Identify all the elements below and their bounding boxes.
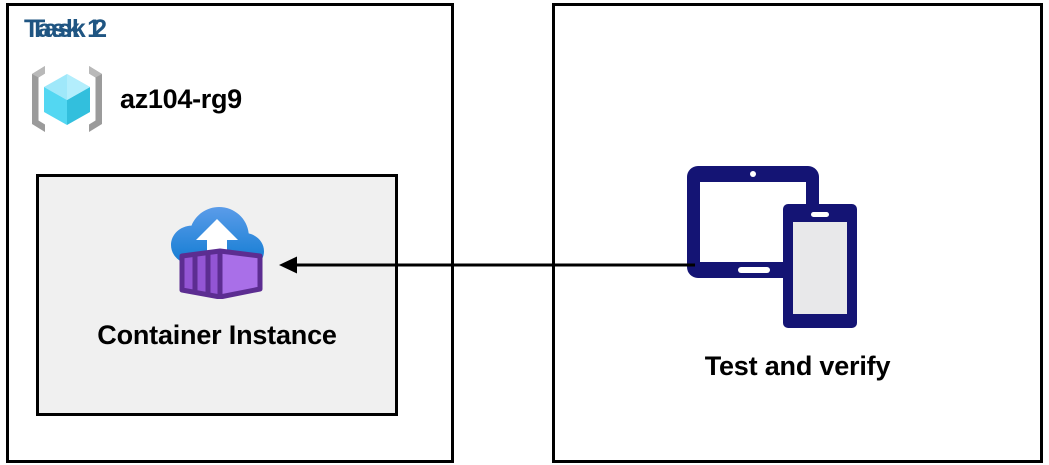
- container-instance-label: Container Instance: [97, 320, 337, 350]
- panel-title-task-2: Task 2: [30, 15, 108, 43]
- resource-group-icon: [32, 66, 102, 132]
- tablet-and-phone-icon: [687, 166, 857, 328]
- resource-box-container-instance: Container Instance: [36, 174, 398, 416]
- panel-title-task-1: Task 1: [24, 15, 102, 43]
- test-and-verify-label: Test and verify: [704, 351, 891, 381]
- resource-group-label: az104-rg9: [120, 83, 242, 114]
- container-instance-icon: [171, 207, 264, 299]
- resource-group-row: az104-rg9: [28, 62, 242, 136]
